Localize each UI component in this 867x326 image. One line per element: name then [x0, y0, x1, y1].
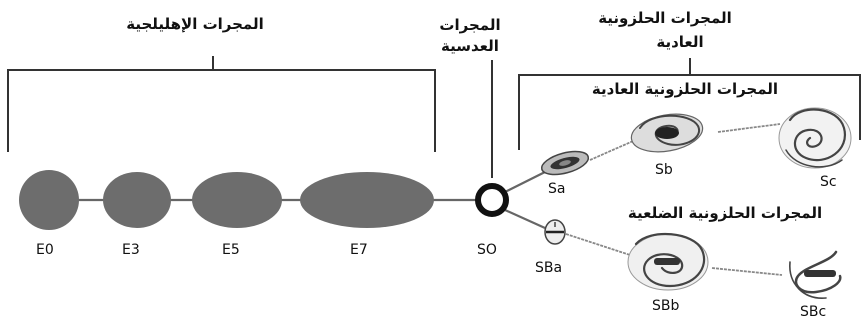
label-e7: E7	[350, 242, 368, 258]
label-e0: E0	[36, 242, 54, 258]
label-sbc: SBc	[800, 304, 826, 320]
fork-to-sba	[504, 208, 546, 230]
label-e3: E3	[122, 242, 140, 258]
label-sbb: SBb	[652, 298, 679, 314]
sba-to-sbb	[565, 233, 631, 256]
lenticular-group-title-line2: العدسية	[441, 37, 499, 55]
elliptical-bracket	[7, 56, 436, 152]
label-sc: Sc	[820, 174, 837, 190]
galaxy-e3	[103, 172, 171, 228]
elliptical-group-title: المجرات الإهليلجية	[126, 15, 264, 33]
galaxy-sbb	[627, 232, 709, 291]
galaxy-sb	[630, 113, 704, 153]
label-sa: Sa	[548, 181, 565, 197]
galaxy-so	[475, 183, 509, 217]
label-so: SO	[477, 242, 497, 258]
spiral-group-title-line1: المجرات الحلزونية	[598, 9, 732, 27]
label-sb: Sb	[655, 162, 673, 178]
galaxy-sc	[778, 107, 852, 169]
galaxy-sa	[540, 150, 590, 176]
label-sba: SBa	[535, 260, 562, 276]
normal-spiral-title: المجرات الحلزونية العادية	[592, 80, 778, 98]
galaxy-e7	[300, 172, 434, 228]
galaxy-e0	[19, 170, 79, 230]
sb-to-sc	[717, 123, 781, 133]
spiral-group-title-line2: العادية	[656, 33, 703, 51]
label-e5: E5	[222, 242, 240, 258]
sbb-to-sbc	[711, 267, 783, 276]
lenticular-group-title-line1: المجرات	[439, 16, 500, 34]
fork-to-sa	[504, 171, 546, 193]
galaxy-sba	[544, 219, 566, 245]
galaxy-sbc	[789, 250, 842, 299]
spiral-bracket	[518, 58, 861, 150]
galaxy-e5	[192, 172, 282, 228]
barred-spiral-title: المجرات الحلزونية الضلعية	[628, 204, 822, 222]
